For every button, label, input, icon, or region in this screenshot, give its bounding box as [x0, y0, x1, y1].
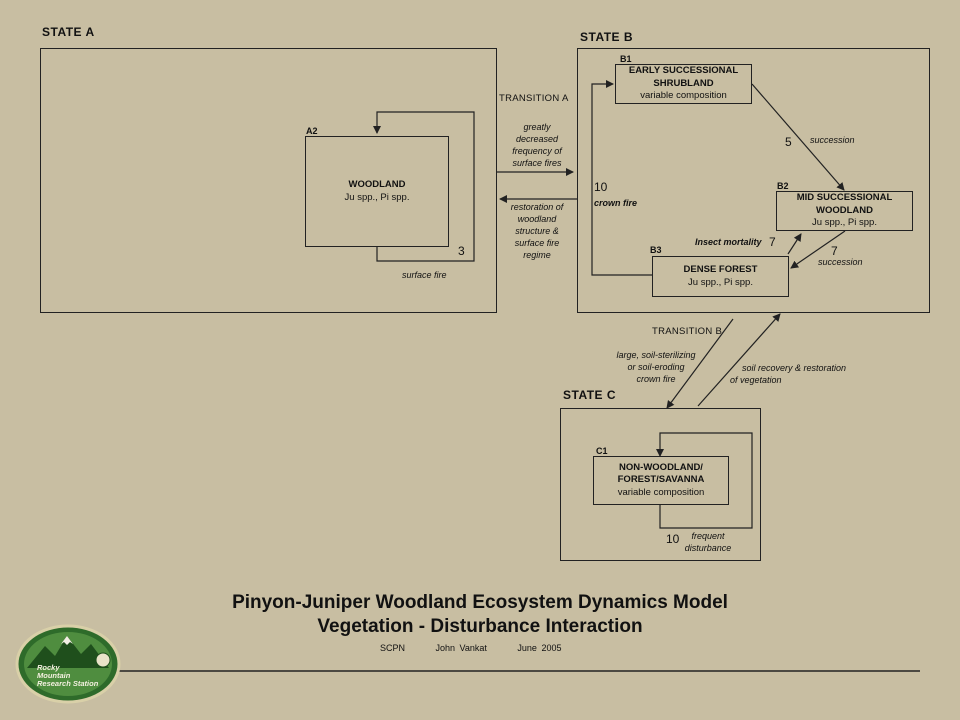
transition-a-label: TRANSITION A — [499, 93, 569, 104]
transition-b-forward-line: large, soil-sterilizing — [616, 350, 696, 360]
c1-loop-label-line: disturbance — [684, 543, 732, 553]
node-a2-subtitle: Ju spp., Pi spp. — [344, 191, 410, 203]
logo-text-line: Research Station — [37, 679, 99, 688]
node-c1-title-1: NON-WOODLAND/ — [619, 461, 703, 473]
transition-a-forward-line: surface fires — [512, 158, 562, 168]
state-c-frame — [560, 408, 761, 561]
c1-loop-label: frequent disturbance — [678, 530, 738, 554]
b3-b1-arrow — [591, 80, 652, 276]
transition-b-forward-arrow — [666, 318, 734, 409]
rocky-mountain-logo: Rocky Mountain Research Station — [15, 624, 121, 704]
node-b2-woodland: MID SUCCESSIONAL WOODLAND Ju spp., Pi sp… — [776, 191, 913, 231]
node-c1-subtitle: variable composition — [617, 486, 705, 498]
node-b2-title-1: MID SUCCESSIONAL — [796, 192, 893, 204]
node-a2-code: A2 — [306, 126, 318, 136]
transition-a-back-line: surface fire — [514, 238, 560, 248]
credit-org: SCPN — [380, 643, 406, 653]
b3-b1-num: 10 — [594, 180, 608, 194]
diagram-subtitle: Vegetation - Disturbance Interaction — [317, 616, 643, 637]
b1-b2-num: 5 — [785, 135, 792, 149]
node-b3-dense-forest: DENSE FOREST Ju spp., Pi spp. — [652, 256, 789, 297]
diagram-title: Pinyon-Juniper Woodland Ecosystem Dynami… — [232, 592, 728, 613]
node-b2-subtitle: Ju spp., Pi spp. — [812, 217, 877, 229]
transition-a-back-line: woodland — [517, 214, 557, 224]
b3-b1-label: crown fire — [594, 198, 638, 208]
node-c1-code: C1 — [596, 446, 608, 456]
node-b1-code: B1 — [620, 54, 632, 64]
b1-b2-arrow — [751, 83, 845, 191]
node-b1-subtitle: variable composition — [640, 90, 727, 102]
node-b3-subtitle: Ju spp., Pi spp. — [688, 276, 753, 288]
transition-b-back-line: of vegetation — [730, 375, 782, 385]
credit-date: June 2005 — [517, 643, 562, 653]
c1-loop-label-line: frequent — [691, 531, 725, 541]
c1-loop-num: 10 — [666, 532, 680, 546]
mountain-logo-icon — [15, 624, 121, 704]
transition-a-forward-text: greatly decreased frequency of surface f… — [500, 121, 574, 169]
state-a-frame — [40, 48, 497, 313]
b2-b3-num: 7 — [831, 244, 838, 258]
node-b2-code: B2 — [777, 181, 789, 191]
credit-author: John Vankat — [435, 643, 487, 653]
node-b1-shrubland: EARLY SUCCESSIONAL SHRUBLAND variable co… — [615, 64, 752, 104]
transition-b-forward-text: large, soil-sterilizing or soil-eroding … — [600, 349, 712, 385]
logo-text-line: Rocky — [37, 663, 60, 672]
state-a-label: STATE A — [42, 25, 95, 39]
b2-b3-label: succession — [818, 257, 863, 267]
node-c1-title-2: FOREST/SAVANNA — [617, 474, 705, 486]
state-b-label: STATE B — [580, 30, 634, 44]
transition-a-forward-line: decreased — [515, 134, 559, 144]
transition-a-back-line: regime — [523, 250, 551, 260]
node-a2-title: WOODLAND — [348, 179, 406, 190]
node-c1-non-woodland: NON-WOODLAND/ FOREST/SAVANNA variable co… — [593, 456, 729, 505]
transition-b-forward-line: or soil-eroding — [627, 362, 685, 372]
transition-b-label: TRANSITION B — [652, 326, 723, 337]
logo-text-line: Mountain — [37, 671, 71, 680]
transition-b-back-line: soil recovery & restoration — [742, 363, 847, 373]
transition-a-back-text: restoration of woodland structure & surf… — [500, 201, 574, 261]
b3-b2-num: 7 — [769, 235, 776, 249]
transition-b-back-arrow — [697, 313, 781, 407]
b1-b2-label: succession — [810, 135, 855, 145]
a2-loop-label: surface fire — [402, 270, 447, 280]
transition-a-back-line: structure & — [515, 226, 559, 236]
state-c-label: STATE C — [563, 388, 617, 402]
b3-b2-label: Insect mortality — [695, 237, 762, 247]
a2-loop-arrow — [373, 111, 475, 262]
transition-a-forward-line: frequency of — [512, 146, 562, 156]
node-b2-title-2: WOODLAND — [816, 204, 873, 216]
state-b-frame — [577, 48, 930, 313]
node-b3-title: DENSE FOREST — [683, 264, 758, 275]
b2-b3-arrow — [790, 230, 846, 269]
a2-loop-num: 3 — [458, 244, 465, 258]
transition-b-back-text: soil recovery & restoration of vegetatio… — [730, 362, 846, 386]
node-a2-woodland: WOODLAND Ju spp., Pi spp. — [305, 136, 449, 247]
credits: SCPN John Vankat June 2005 — [380, 643, 587, 653]
transition-b-forward-line: crown fire — [636, 374, 676, 384]
node-b3-code: B3 — [650, 245, 662, 255]
logo-text: Rocky Mountain Research Station — [37, 664, 98, 688]
c1-loop-arrow — [656, 432, 753, 529]
b3-b2-arrow — [787, 233, 802, 255]
node-b1-title-1: EARLY SUCCESSIONAL — [628, 65, 739, 77]
transition-a-back-line: restoration of — [510, 202, 564, 212]
transition-a-forward-line: greatly — [523, 122, 551, 132]
node-b1-title-2: SHRUBLAND — [653, 77, 714, 89]
